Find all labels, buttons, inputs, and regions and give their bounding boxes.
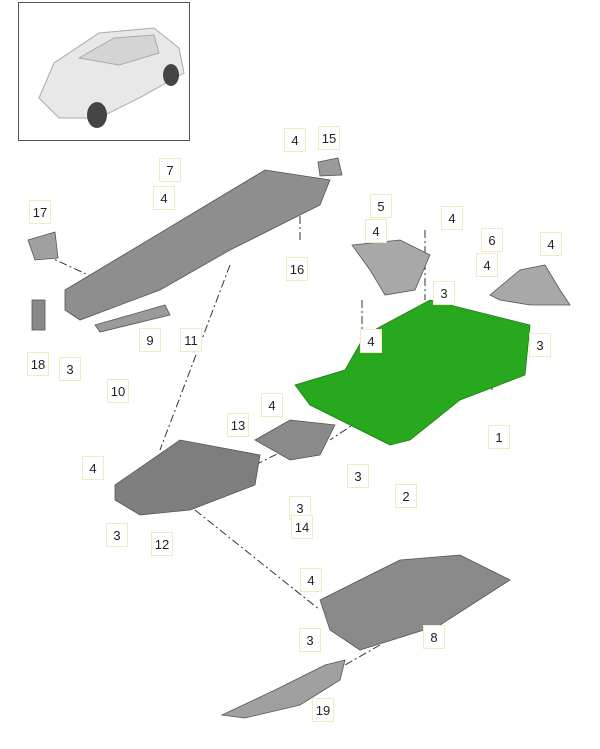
callout-4: 4 [82, 456, 104, 480]
callout-4: 4 [284, 128, 306, 152]
callout-4: 4 [153, 186, 175, 210]
part-18-damper[interactable] [31, 299, 46, 331]
callout-5: 5 [370, 194, 392, 218]
callout-8: 8 [423, 625, 445, 649]
part-15-bracket[interactable] [317, 157, 343, 177]
callout-4: 4 [261, 393, 283, 417]
callout-10: 10 [107, 379, 129, 403]
vehicle-overview-thumbnail [18, 2, 190, 141]
callout-14: 14 [291, 515, 313, 539]
car-icon [38, 27, 185, 128]
callout-16: 16 [286, 257, 308, 281]
part-13-cover[interactable] [254, 419, 336, 461]
callout-3: 3 [299, 628, 321, 652]
callout-3: 3 [347, 464, 369, 488]
part-19-trim[interactable] [220, 659, 346, 719]
callout-3: 3 [59, 357, 81, 381]
part-1-underbody-panel[interactable] [294, 299, 531, 446]
callout-4: 4 [441, 206, 463, 230]
callout-4: 4 [365, 219, 387, 243]
callout-4: 4 [540, 232, 562, 256]
callout-15: 15 [318, 126, 340, 150]
callout-2: 2 [395, 484, 417, 508]
callout-4: 4 [476, 253, 498, 277]
callout-12: 12 [151, 532, 173, 556]
callout-4: 4 [360, 329, 382, 353]
callout-4: 4 [300, 568, 322, 592]
callout-17: 17 [29, 200, 51, 224]
part-5-panel[interactable] [351, 239, 431, 296]
callout-3: 3 [106, 523, 128, 547]
callout-19: 19 [312, 698, 334, 722]
callout-7: 7 [159, 158, 181, 182]
part-9-trim[interactable] [94, 304, 171, 333]
part-17-clip[interactable] [27, 231, 59, 261]
callout-6: 6 [481, 228, 503, 252]
callout-11: 11 [180, 328, 202, 352]
callout-1: 1 [488, 425, 510, 449]
part-12-front-shield[interactable] [114, 439, 261, 516]
part-6-panel[interactable] [489, 264, 571, 306]
callout-9: 9 [139, 328, 161, 352]
callout-3: 3 [433, 281, 455, 305]
callout-18: 18 [27, 352, 49, 376]
callout-13: 13 [227, 413, 249, 437]
callout-3: 3 [529, 333, 551, 357]
part-8-rear-shield[interactable] [319, 554, 511, 651]
part-7-side-shield[interactable] [64, 169, 331, 321]
